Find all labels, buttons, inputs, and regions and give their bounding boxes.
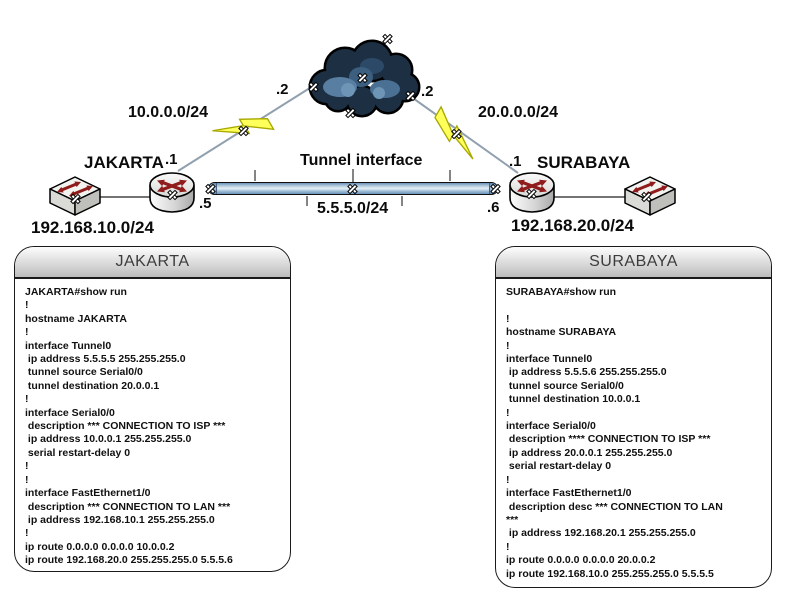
selection-handle-icon	[642, 192, 651, 201]
jakarta-config-title: JAKARTA	[15, 247, 290, 279]
selection-handle-icon	[491, 184, 500, 193]
selection-handle-icon	[239, 126, 248, 135]
tunnel-left-ip-label: .5	[199, 195, 212, 212]
jakarta-wan-network-label: 10.0.0.0/24	[128, 104, 209, 121]
selection-handle-icon	[406, 91, 415, 100]
tunnel-interface-label: Tunnel interface	[300, 152, 423, 169]
surabaya-config-title: SURABAYA	[496, 247, 771, 279]
surabaya-serial-ip-label: .1	[509, 153, 522, 170]
cloud-left-ip-label: .2	[276, 81, 289, 98]
selection-handle-icon	[168, 190, 177, 199]
selection-handle-icon	[383, 34, 392, 43]
surabaya-wan-network-label: 20.0.0.0/24	[478, 104, 559, 121]
selection-handle-icon	[346, 108, 355, 117]
surabaya-lan-network-label: 192.168.20.0/24	[511, 216, 634, 235]
isp-cloud-icon[interactable]	[300, 30, 422, 122]
tunnel-right-ip-label: .6	[487, 199, 500, 216]
selection-handle-icon	[358, 73, 367, 82]
jakarta-config-panel[interactable]: JAKARTA JAKARTA#show run ! hostname JAKA…	[14, 246, 291, 572]
surabaya-config-panel[interactable]: SURABAYA SURABAYA#show run ! hostname SU…	[495, 246, 772, 588]
surabaya-name-label: SURABAYA	[537, 153, 631, 172]
selection-handle-icon	[71, 194, 80, 203]
jakarta-config-text: JAKARTA#show run ! hostname JAKARTA ! in…	[25, 286, 233, 567]
selection-handle-icon	[206, 184, 215, 193]
selection-handle-icon	[348, 184, 357, 193]
jakarta-name-label: JAKARTA	[84, 153, 164, 172]
surabaya-switch-icon[interactable]	[619, 172, 681, 222]
jakarta-lan-network-label: 192.168.10.0/24	[31, 218, 154, 237]
surabaya-config-text: SURABAYA#show run ! hostname SURABAYA ! …	[506, 286, 723, 580]
jakarta-switch-icon[interactable]	[44, 172, 106, 222]
serial-link-line-surabaya	[409, 95, 519, 174]
selection-handle-icon	[452, 129, 461, 138]
selection-handle-icon	[309, 82, 318, 91]
selection-handle-icon	[527, 189, 536, 198]
tunnel-network-label: 5.5.5.0/24	[317, 200, 389, 217]
surabaya-router-icon[interactable]	[507, 170, 557, 217]
jakarta-serial-ip-label: .1	[165, 151, 178, 168]
cloud-right-ip-label: .2	[421, 83, 434, 100]
